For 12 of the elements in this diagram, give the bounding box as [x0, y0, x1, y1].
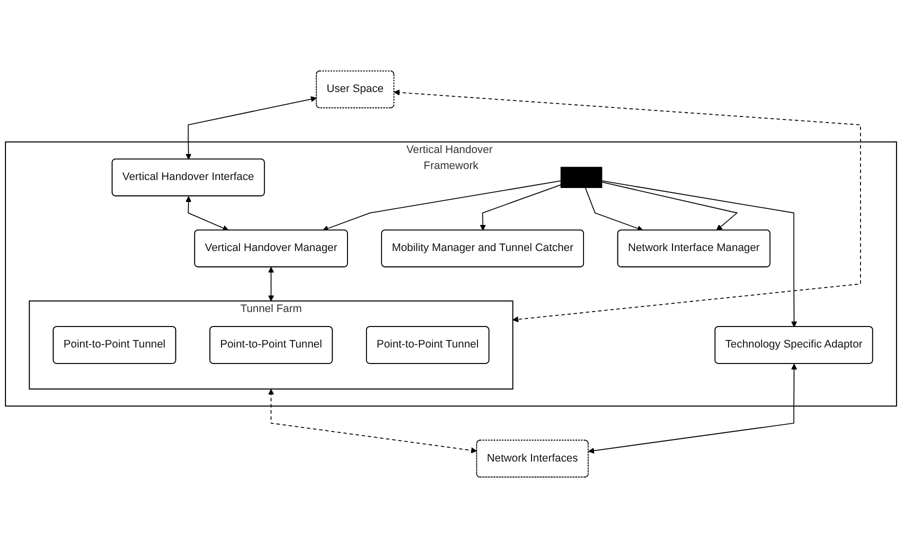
- arrow: [322, 180, 562, 232]
- arrow: [185, 196, 229, 231]
- arrow: [186, 96, 317, 160]
- arrow: [480, 184, 562, 231]
- arrow: [601, 180, 798, 328]
- arrow: [268, 389, 477, 454]
- node-bar: [560, 166, 602, 188]
- arrow: [601, 182, 738, 231]
- arrow: [394, 90, 861, 322]
- arrow: [584, 187, 644, 232]
- arrow: [268, 266, 274, 302]
- arrow: [588, 364, 798, 454]
